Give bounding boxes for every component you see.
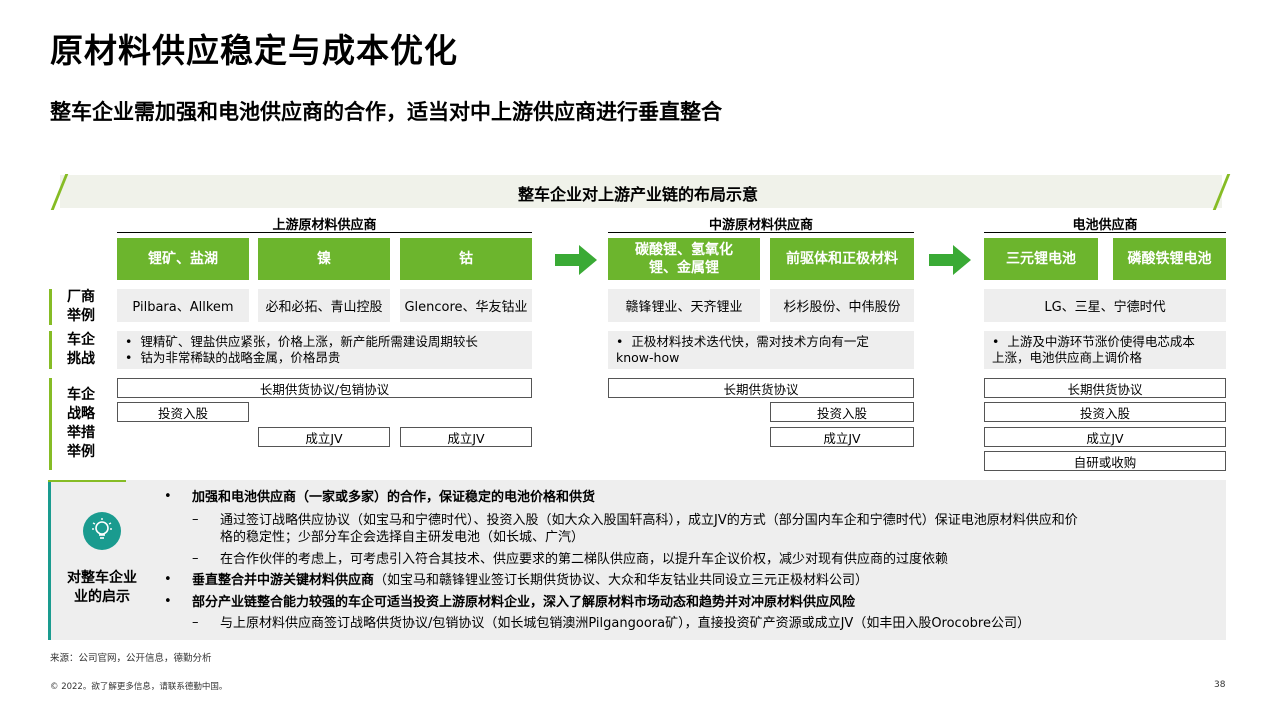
measure-up-jv-nickel: 成立JV	[258, 427, 390, 447]
section-battery-line	[984, 232, 1226, 233]
section-upstream-line	[117, 232, 532, 233]
challenge-upstream: • 锂精矿、锂盐供应紧张，价格上涨，新产能所需建设周期较长 • 钴为非常稀缺的战…	[117, 331, 532, 369]
measure-mid-jv: 成立JV	[770, 427, 914, 447]
category-cathode: 前驱体和正极材料	[770, 238, 914, 280]
challenge-midstream: • 正极材料技术迭代快，需对技术方向有一定 know-how	[608, 331, 914, 369]
flow-arrow-icon	[929, 245, 971, 275]
bullet-dash: –	[192, 615, 199, 630]
section-battery: 电池供应商	[1072, 218, 1138, 233]
vendor-cathode: 杉杉股份、中伟股份	[770, 289, 914, 322]
category-lfp-battery: 磷酸铁锂电池	[1113, 238, 1226, 280]
insight-point-1: 加强和电池供应商（一家或多家）的合作，保证稳定的电池价格和供货	[192, 490, 596, 505]
bullet-dot: •	[164, 572, 172, 587]
insight-panel	[48, 480, 1226, 640]
page-number: 38	[1214, 680, 1226, 690]
bullet-dash: –	[192, 512, 199, 527]
challenge-battery: • 上游及中游环节涨价使得电芯成本 上涨，电池供应商上调价格	[984, 331, 1226, 369]
bullet-dash: –	[192, 551, 199, 566]
insight-point-1-sub-1-line-2: 格的稳定性；少部分车企会选择自主研发电池（如长城、广汽）	[220, 530, 585, 545]
bullet-dot: •	[164, 594, 172, 609]
insight-point-3-sub-1: 与上原材料供应商签订战略供货协议/包销协议（如长城包销澳洲Pilgangoora…	[220, 616, 1030, 631]
category-ncm-battery: 三元锂电池	[984, 238, 1098, 280]
measure-mid-invest: 投资入股	[770, 402, 914, 422]
page-title: 原材料供应稳定与成本优化	[50, 31, 458, 70]
category-lithium-ore: 锂矿、盐湖	[117, 238, 249, 280]
vendor-lithium-ore: Pilbara、Allkem	[117, 289, 249, 322]
measure-up-jv-cobalt: 成立JV	[400, 427, 532, 447]
measure-mid-long-term: 长期供货协议	[608, 378, 914, 398]
category-cobalt: 钴	[400, 238, 532, 280]
flow-arrow-icon	[555, 245, 597, 275]
insight-point-1-sub-1-line-1: 通过签订战略供应协议（如宝马和宁德时代）、投资入股（如大众入股国轩高科），成立J…	[220, 513, 1078, 528]
category-lithium-compounds: 碳酸锂、氢氧化锂、金属锂	[608, 238, 760, 280]
source-note: 来源：公司官网，公开信息，德勤分析	[50, 653, 212, 664]
section-upstream: 上游原材料供应商	[272, 218, 377, 233]
section-midstream: 中游原材料供应商	[708, 218, 813, 233]
vendor-lithium-compounds: 赣锋锂业、天齐锂业	[608, 289, 760, 322]
measure-bat-self-develop: 自研或收购	[984, 451, 1226, 471]
vendor-nickel: 必和必拓、青山控股	[258, 289, 390, 322]
measure-bat-long-term: 长期供货协议	[984, 378, 1226, 398]
vendor-cobalt: Glencore、华友钴业	[400, 289, 532, 322]
measure-bat-invest: 投资入股	[984, 402, 1226, 422]
measure-bat-jv: 成立JV	[984, 427, 1226, 447]
measure-up-invest: 投资入股	[117, 402, 249, 422]
insight-point-1-sub-2: 在合作伙伴的考虑上，可考虑引入符合其技术、供应要求的第二梯队供应商，以提升车企议…	[220, 552, 949, 567]
row-label-vendors: 厂商举例	[49, 289, 110, 325]
row-label-challenges: 车企挑战	[49, 331, 110, 369]
insight-accent-bar	[48, 480, 51, 640]
diagram-banner	[60, 175, 1222, 208]
copyright: © 2022。欲了解更多信息，请联系德勤中国。	[50, 682, 228, 692]
page-subtitle: 整车企业需加强和电池供应商的合作，适当对中上游供应商进行垂直整合	[50, 100, 722, 124]
insight-top-accent	[48, 480, 126, 482]
diagram-title: 整车企业对上游产业链的布局示意	[517, 185, 758, 204]
category-nickel: 镍	[258, 238, 390, 280]
measure-up-long-term: 长期供货协议/包销协议	[117, 378, 532, 398]
bullet-dot: •	[164, 489, 172, 504]
insight-point-3: 部分产业链整合能力较强的车企可适当投资上游原材料企业，深入了解原材料市场动态和趋…	[192, 595, 856, 610]
insight-label: 对整车企业业的启示	[67, 570, 137, 605]
lightbulb-icon	[83, 512, 121, 550]
vendor-battery: LG、三星、宁德时代	[984, 289, 1226, 322]
section-midstream-line	[608, 232, 914, 233]
insight-point-2: 垂直整合并中游关键材料供应商（如宝马和赣锋锂业签订长期供货协议、大众和华友钴业共…	[192, 573, 869, 588]
row-label-measures: 车企战略 举措举例	[49, 378, 110, 470]
